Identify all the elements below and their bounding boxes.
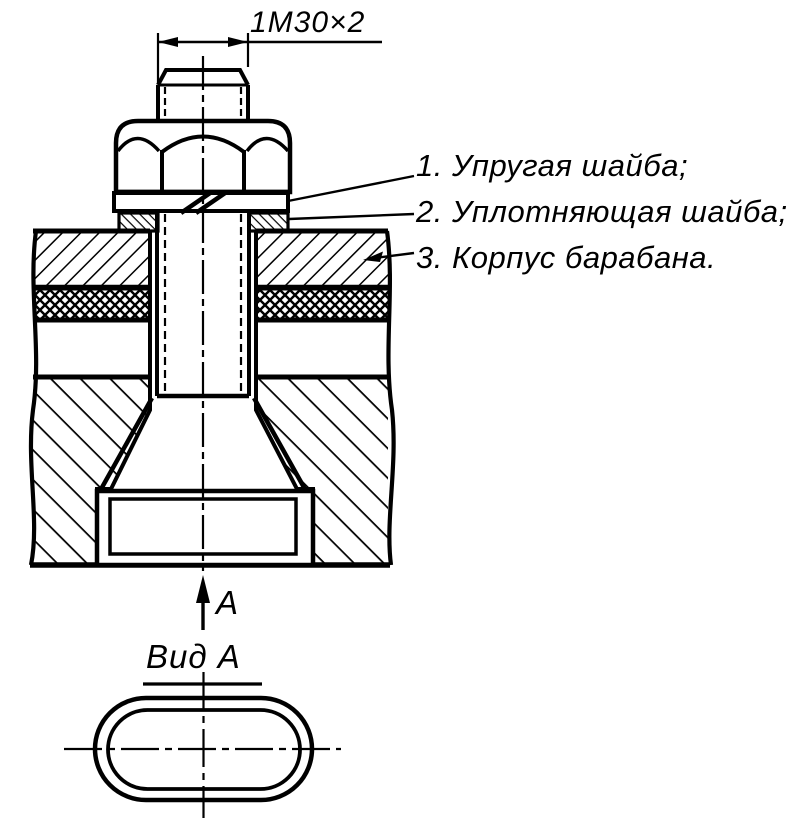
thread-dimension-label: 1М30×2 <box>250 6 366 39</box>
bolt-head <box>94 488 316 568</box>
dim-arrow-left <box>158 37 178 47</box>
dimension-thread <box>156 33 382 83</box>
spring-washer <box>112 189 290 215</box>
dim-arrow-right <box>228 37 248 47</box>
note-drum-housing: 3. Корпус барабана. <box>416 240 717 275</box>
sealing-washer <box>117 211 290 233</box>
bolt-shaft <box>155 211 251 396</box>
note-spring-washer: 1. Упругая шайба; <box>416 148 689 183</box>
leader-3-arrowhead <box>363 251 383 262</box>
rubber-seal-layer <box>33 287 388 323</box>
view-direction-arrow <box>196 575 210 630</box>
break-lines <box>28 230 396 566</box>
view-a-title: Вид А <box>146 638 241 675</box>
view-a-oval-head <box>64 672 341 818</box>
leader-1 <box>287 174 415 203</box>
housing-bore-walls <box>148 231 258 397</box>
note-sealing-washer: 2. Уплотняющая шайба; <box>416 194 788 229</box>
view-arrow-label: А <box>216 584 239 621</box>
leader-2 <box>288 212 415 221</box>
